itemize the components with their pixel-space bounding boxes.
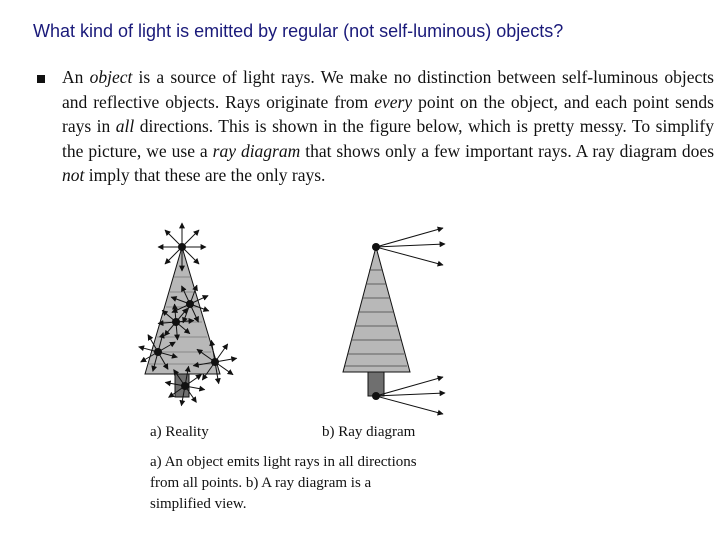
label-ray-diagram: b) Ray diagram	[322, 424, 416, 440]
source-point-top	[372, 243, 380, 251]
reality-ray	[164, 229, 183, 248]
paragraph-segment: object	[89, 67, 133, 87]
ray-figure	[138, 222, 446, 416]
reality-ray	[181, 246, 200, 265]
ray-diagram-rays	[375, 226, 446, 416]
paragraph-segment: that shows only a few important rays. A …	[300, 140, 715, 161]
bullet-marker	[37, 75, 45, 83]
paragraph-segment: An	[62, 67, 90, 87]
slide-title: What kind of light is emitted by regular…	[33, 21, 564, 41]
paragraph-segment: not	[62, 165, 85, 185]
paragraph-segment: all	[115, 116, 135, 136]
label-reality: a) Reality	[150, 424, 209, 440]
paragraph-segment: is a source of light rays. We make no di…	[62, 67, 714, 112]
paragraph-segment: directions. This is shown in the figure …	[62, 116, 714, 161]
paragraph-segment: point on the object, and each point send…	[62, 91, 714, 137]
reality-source-point	[154, 348, 162, 356]
cone-ray-diagram	[342, 245, 411, 373]
reality-source-point	[211, 358, 219, 366]
paragraph-segment: ray diagram	[212, 140, 301, 161]
reality-ray	[181, 229, 200, 248]
reality-source-point	[181, 382, 189, 390]
reality-source-point	[186, 300, 194, 308]
tree-ray-diagram	[342, 226, 446, 416]
paragraph-segment: every	[374, 91, 413, 112]
figure-caption: a) An object emits light rays in all dir…	[150, 454, 417, 512]
paragraph-segment: imply that these are the only rays.	[84, 165, 326, 185]
tree-reality	[138, 222, 238, 407]
reality-source-point	[178, 243, 186, 251]
reality-ray	[164, 246, 183, 265]
body-paragraph: An object is a source of light rays. We …	[62, 65, 714, 188]
source-point-bottom	[372, 392, 380, 400]
reality-source-point	[172, 318, 180, 326]
